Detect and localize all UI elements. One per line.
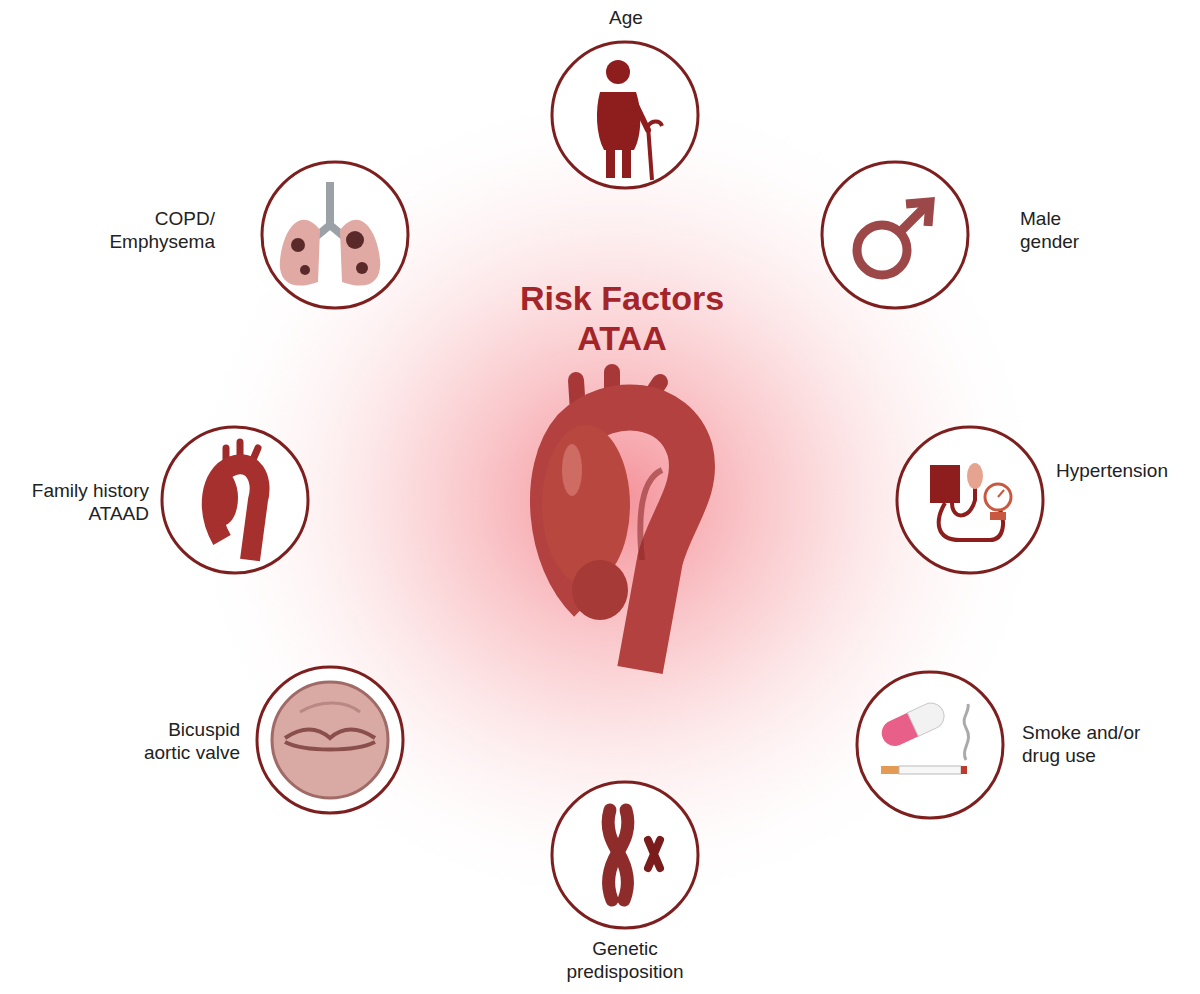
- risk-factor-circle: Genetic predisposition: [550, 780, 700, 930]
- circle-outline: [855, 670, 1005, 820]
- risk-factor-label: Genetic predisposition: [550, 937, 700, 983]
- risk-factor-label: Hypertension: [1056, 459, 1196, 482]
- risk-factor-circle: Smoke and/or drug use: [855, 670, 1005, 820]
- circle-outline: [260, 160, 410, 310]
- circle-outline: [820, 160, 970, 310]
- pill-cigarette-icon: [878, 699, 969, 774]
- circle-outline: [550, 40, 700, 190]
- chromosome-icon: [608, 810, 660, 900]
- risk-factor-label: Bicuspid aortic valve: [120, 718, 240, 764]
- circle-outline: [160, 425, 310, 575]
- circle-outline: [255, 665, 405, 815]
- male-symbol: [857, 202, 930, 275]
- risk-factor-circle: Bicuspid aortic valve: [255, 665, 405, 815]
- aorta-illustration: [542, 372, 692, 670]
- aorta-icon: [206, 442, 260, 560]
- risk-factor-label: COPD/ Emphysema: [105, 207, 215, 253]
- risk-factor-label: Family history ATAAD: [4, 479, 149, 525]
- risk-factor-circle: Male gender: [820, 160, 970, 310]
- risk-factor-label: Male gender: [1020, 207, 1110, 253]
- elderly-icon: [597, 60, 662, 180]
- circle-outline: [895, 425, 1045, 575]
- risk-factor-circle: Hypertension: [895, 425, 1045, 575]
- bicuspid-valve-icon: [272, 682, 388, 798]
- lungs-icon: [280, 182, 380, 286]
- blood-pressure-icon: [930, 463, 1011, 540]
- diagram-title: Risk Factors ATAA: [502, 278, 742, 358]
- risk-factor-label: Smoke and/or drug use: [1022, 721, 1162, 767]
- risk-factor-circle: Age: [550, 40, 700, 190]
- circle-outline: [550, 780, 700, 930]
- risk-factor-label: Age: [556, 6, 696, 29]
- risk-factor-circle: COPD/ Emphysema: [260, 160, 410, 310]
- risk-factor-circle: Family history ATAAD: [160, 425, 310, 575]
